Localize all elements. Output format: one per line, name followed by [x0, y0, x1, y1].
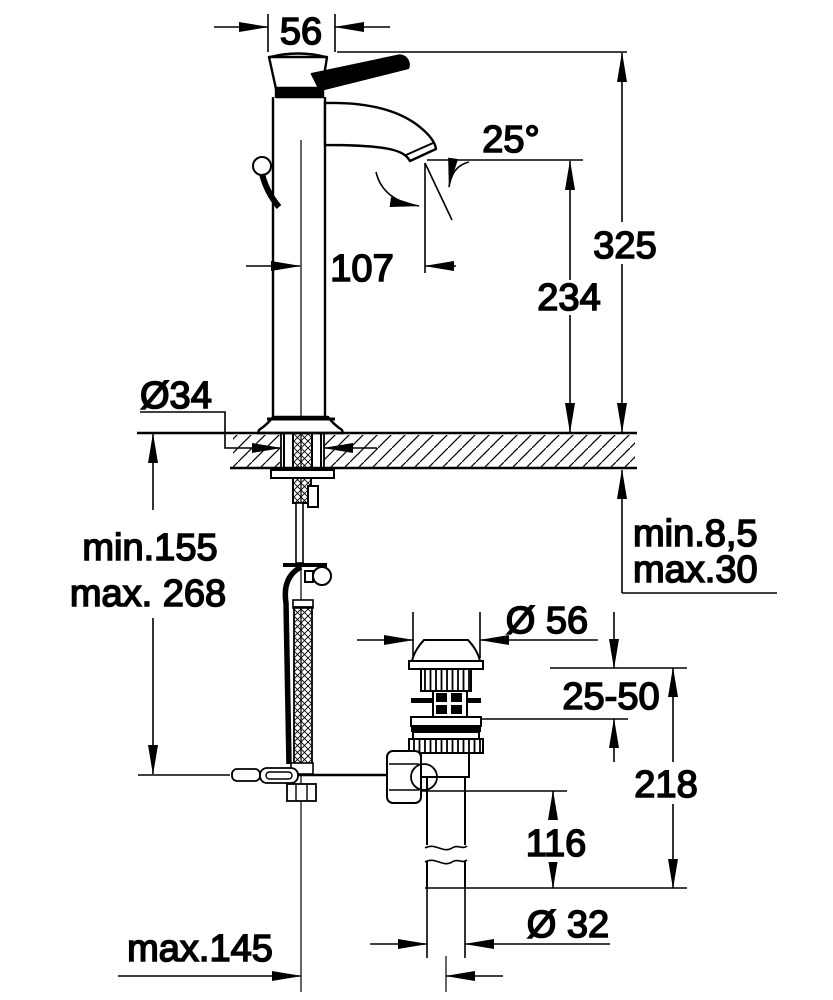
dim-label-56: 56: [280, 11, 322, 53]
dim-rod-reach: max.145: [118, 927, 503, 981]
waste-knurl-upper: [420, 668, 472, 692]
flexible-hose: [293, 606, 313, 765]
waste-flange-lower: [412, 731, 480, 740]
dim-label-o32: Ø 32: [527, 904, 609, 946]
label-mask: [627, 762, 705, 804]
dim-tailpipe-dia: Ø 32: [370, 888, 610, 958]
aerator-line: [405, 142, 434, 156]
dim-waste-adjust: 25-50: [480, 612, 687, 762]
pop-up-knob: [252, 156, 272, 176]
leader-line: [140, 411, 252, 449]
dim-label-218: 218: [634, 764, 697, 806]
dim-label-116: 116: [526, 823, 587, 865]
waste-neck-hole-1: [436, 693, 447, 702]
dim-tailpipe-length: 116: [420, 790, 687, 889]
dim-label-25deg: 25°: [482, 119, 539, 161]
pull-rod-upper: [295, 502, 304, 564]
waste-flange-upper: [410, 716, 482, 727]
dim-label-max145: max.145: [127, 928, 273, 970]
pipe-break-squiggle-top: [424, 845, 468, 851]
dim-label-o34: Ø34: [140, 375, 212, 417]
pipe-break-squiggle-bottom: [424, 859, 468, 865]
label-mask: [521, 820, 591, 862]
dim-label-o56: Ø 56: [506, 600, 588, 642]
dim-label-min85: min.8,5: [633, 513, 758, 555]
dim-heights: 325 234: [337, 51, 662, 433]
waste-neck-hole-2: [451, 693, 462, 702]
lock-nut: [286, 783, 317, 802]
mounting-washer: [270, 469, 335, 479]
linkage-ball-screw: [312, 566, 332, 586]
dim-waste-flange: Ø 56: [357, 599, 598, 658]
dim-waste-depth: 218: [627, 667, 705, 889]
waste-flange-seal: [411, 726, 481, 732]
dim-label-2550: 25-50: [562, 676, 659, 718]
mounting-shank: [270, 432, 335, 564]
drain-assembly: [386, 639, 484, 888]
pipe-break-gap: [425, 845, 467, 861]
dim-label-max30: max.30: [633, 549, 758, 591]
dim-label-107: 107: [330, 248, 393, 290]
deck-hatch-left: [233, 435, 281, 467]
deck-section: [137, 431, 637, 470]
angle-slanted-line: [424, 162, 453, 221]
dim-supply-length: min.155 max. 268: [58, 433, 244, 776]
waste-side-hex: [386, 750, 422, 804]
dim-label-max268: max. 268: [70, 573, 226, 615]
waste-cap-lip: [408, 660, 484, 670]
label-mask: [58, 510, 244, 618]
shank-side-tab: [307, 485, 319, 508]
waste-neck-hole-3: [436, 705, 447, 714]
dim-spout-width: 56: [214, 10, 390, 54]
rod-end-adjuster: [231, 768, 261, 782]
cartridge-cap-top-curve: [269, 52, 327, 59]
dim-spout-angle: 25°: [375, 118, 541, 273]
faucet: [252, 52, 438, 435]
waste-ball-joint: [410, 763, 438, 791]
label-mask: [536, 280, 604, 315]
angle-arc-right: [448, 157, 470, 188]
pop-up-knob-stem: [259, 173, 282, 209]
linkage-screw-neck: [304, 570, 314, 583]
waste-neck-hole-4: [451, 705, 462, 714]
lever-handle: [310, 54, 410, 92]
dim-mounting-hole: Ø34: [139, 374, 377, 453]
dim-label-325: 325: [593, 225, 656, 267]
dim-spout-reach: 107: [246, 247, 456, 291]
waste-knurl-nut: [408, 738, 484, 754]
label-mask: [588, 222, 662, 264]
spout: [323, 101, 438, 163]
angle-arc-left: [375, 171, 420, 207]
dim-label-min155: min.155: [82, 527, 217, 569]
waste-pin-right: [467, 698, 481, 703]
waste-pin-left: [411, 698, 433, 703]
dim-deck-thickness: min.8,5 max.30: [617, 469, 777, 594]
cap-collar: [274, 86, 325, 99]
rod-clevis-slot: [265, 771, 293, 780]
dim-label-234: 234: [537, 277, 600, 319]
pop-up-linkage: [231, 563, 398, 802]
pull-rod-hook: [282, 564, 303, 765]
waste-cap-dome: [410, 639, 482, 662]
deck-hatch-right: [324, 435, 635, 467]
